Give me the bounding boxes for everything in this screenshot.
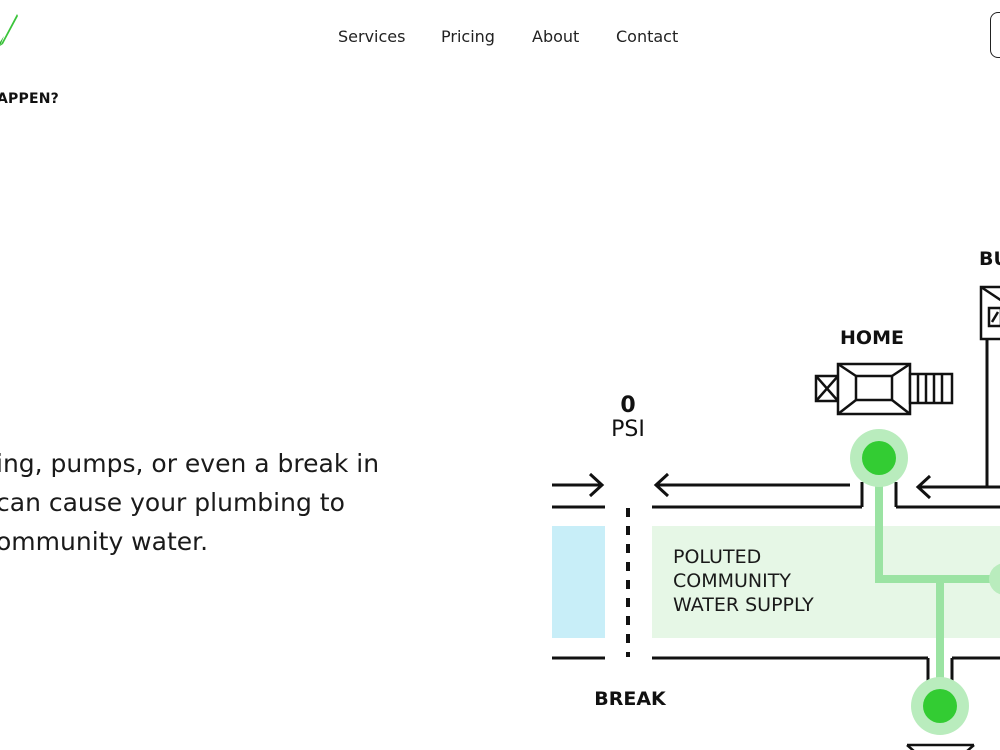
home-fixture-icon	[814, 362, 954, 416]
section-eyebrow: APPEN?	[0, 91, 59, 107]
nav-services-link[interactable]: Services	[338, 27, 406, 46]
lower-contamination-point	[923, 689, 957, 723]
building-label: BU	[979, 248, 1000, 270]
pressure-value: 0	[620, 393, 635, 418]
pipe-outlines	[552, 340, 1000, 700]
flow-arrows	[552, 472, 987, 500]
supply-label-line-3: WATER SUPPLY	[673, 594, 814, 616]
logo-checkmark-icon[interactable]	[0, 10, 22, 46]
nav-about-link[interactable]: About	[532, 27, 580, 46]
break-label: BREAK	[594, 688, 667, 710]
header-cta-button[interactable]	[990, 12, 1000, 58]
building-contamination-point	[989, 563, 1000, 595]
supply-label-line-2: COMMUNITY	[673, 570, 791, 592]
nav-pricing-link[interactable]: Pricing	[441, 27, 495, 46]
hero-body-text: ing, pumps, or even a break in can cause…	[0, 444, 476, 561]
lower-fixture-icon	[906, 743, 975, 750]
nav-contact-link[interactable]: Contact	[616, 27, 679, 46]
body-line-1: ing, pumps, or even a break in	[0, 449, 380, 478]
body-line-2: can cause your plumbing to	[0, 488, 345, 517]
pressure-unit: PSI	[611, 417, 645, 442]
building-fixture-icon	[979, 285, 1000, 341]
clean-water-region	[552, 526, 605, 638]
main-nav: Services Pricing About Contact	[0, 27, 1000, 51]
body-line-3: ommunity water.	[0, 527, 209, 556]
supply-label-line-1: POLUTED	[673, 546, 761, 568]
home-contamination-point	[862, 441, 896, 475]
home-label: HOME	[840, 327, 904, 349]
